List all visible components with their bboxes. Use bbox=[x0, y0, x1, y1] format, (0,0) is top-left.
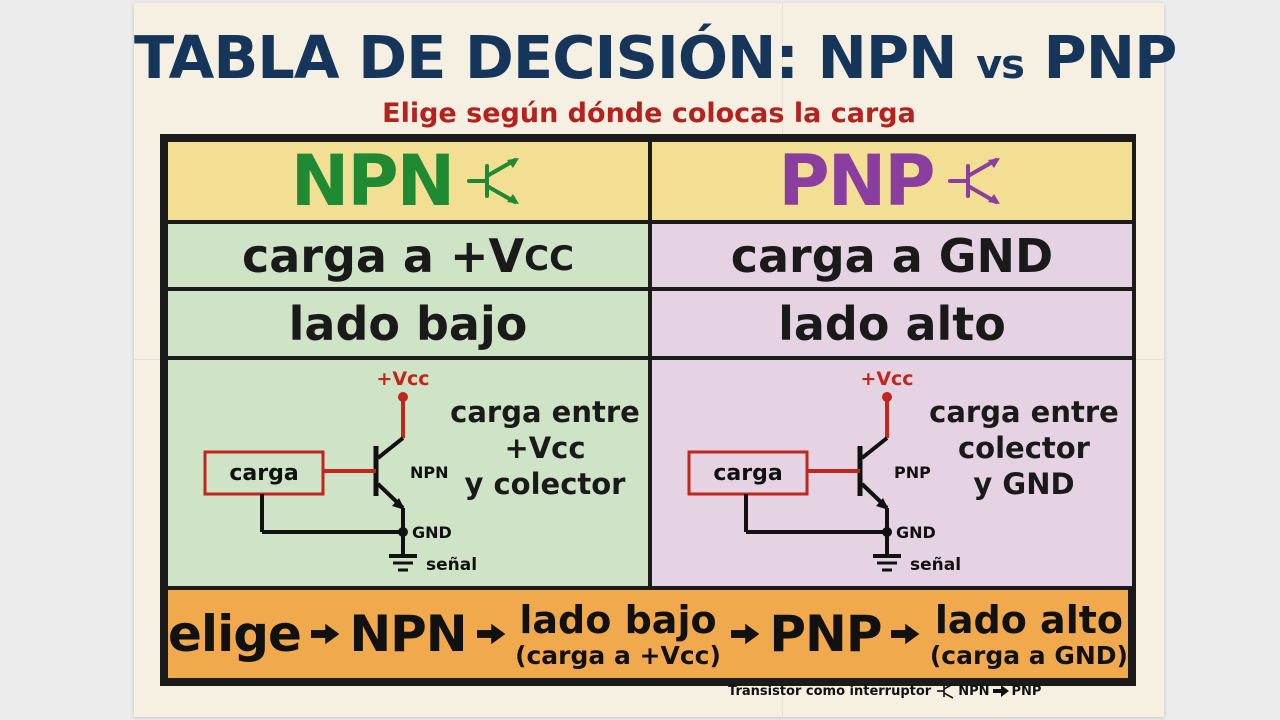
page-title: TABLA DE DECISIÓN: NPN vs PNP bbox=[134, 21, 1177, 102]
footer-note: Transistor como interruptor NPN PNP bbox=[728, 683, 1041, 699]
title-main: TABLA DE DECISIÓN: NPN bbox=[134, 23, 958, 92]
npn-transistor-icon bbox=[937, 683, 954, 699]
pnp-desc-line: carga entre bbox=[929, 395, 1119, 429]
pnp-load-label: carga bbox=[713, 461, 782, 486]
npn-transistor-icon bbox=[467, 158, 520, 204]
pnp-load-position: carga a GND bbox=[652, 224, 1132, 287]
pnp-header: PNP bbox=[778, 140, 935, 222]
subtitle: Elige según dónde colocas la carga bbox=[382, 98, 916, 129]
npn-header: NPN bbox=[290, 140, 455, 222]
arrow-right-icon bbox=[992, 685, 1009, 697]
npn-row1-sub: CC bbox=[524, 239, 575, 279]
footer-text: Transistor como interruptor bbox=[728, 683, 932, 699]
pnp-vcc-label: +Vcc bbox=[860, 368, 913, 390]
arrow-right-icon bbox=[310, 623, 340, 645]
npn-side: lado bajo bbox=[168, 291, 648, 356]
pnp-schematic: +Vcc carga PNP GND señal bbox=[687, 368, 961, 575]
title-vs: vs bbox=[976, 42, 1025, 88]
npn-desc-line: +Vcc bbox=[504, 431, 586, 465]
npn-header-cell: NPN bbox=[168, 142, 648, 220]
npn-row2: lado bajo bbox=[288, 296, 528, 351]
pnp-row2: lado alto bbox=[778, 296, 1006, 351]
decision-banner: elige NPN lado bajo (carga a +Vcc) PNP l… bbox=[168, 590, 1128, 678]
pnp-signal-label: señal bbox=[910, 555, 961, 575]
banner-high-main: lado alto bbox=[934, 597, 1123, 642]
npn-desc-line: carga entre bbox=[450, 395, 640, 429]
footer-pnp: PNP bbox=[1011, 683, 1042, 699]
npn-row1-main: carga a +V bbox=[241, 228, 525, 283]
ground-icon bbox=[873, 554, 901, 572]
pnp-description: carga entre colector y GND bbox=[924, 394, 1124, 502]
pnp-header-cell: PNP bbox=[652, 142, 1132, 220]
npn-desc-line: y colector bbox=[464, 467, 626, 501]
banner-elige: elige bbox=[168, 605, 302, 663]
pnp-transistor-label: PNP bbox=[894, 463, 931, 482]
ground-icon bbox=[389, 554, 417, 572]
banner-pnp: PNP bbox=[769, 605, 882, 663]
banner-high-side: lado alto (carga a GND) bbox=[930, 601, 1128, 668]
pnp-desc-line: colector bbox=[957, 431, 1090, 465]
arrow-right-icon bbox=[476, 623, 506, 645]
npn-transistor-label: NPN bbox=[410, 463, 449, 482]
npn-vcc-label: +Vcc bbox=[376, 368, 429, 390]
banner-low-side: lado bajo (carga a +Vcc) bbox=[515, 601, 721, 668]
npn-load-label: carga bbox=[229, 461, 298, 486]
banner-high-sub: (carga a GND) bbox=[929, 640, 1128, 670]
pnp-desc-line: y GND bbox=[973, 467, 1075, 501]
npn-gnd-label: GND bbox=[412, 523, 452, 542]
title-end: PNP bbox=[1043, 23, 1178, 92]
footer-npn: NPN bbox=[958, 683, 990, 699]
pnp-gnd-label: GND bbox=[896, 523, 936, 542]
npn-schematic: +Vcc carga NPN GND señal bbox=[203, 368, 477, 575]
pnp-schematic-cell: +Vcc carga PNP GND señal car bbox=[652, 360, 1132, 586]
npn-signal-label: señal bbox=[426, 555, 477, 575]
pnp-side: lado alto bbox=[652, 291, 1132, 356]
pnp-transistor-icon bbox=[947, 158, 1000, 204]
arrow-right-icon bbox=[730, 623, 760, 645]
npn-schematic-cell: +Vcc carga NPN GND señal car bbox=[168, 360, 648, 586]
banner-low-main: lado bajo bbox=[519, 597, 717, 642]
banner-npn: NPN bbox=[349, 605, 467, 663]
npn-description: carga entre +Vcc y colector bbox=[450, 394, 640, 502]
pnp-row1: carga a GND bbox=[730, 228, 1054, 283]
arrow-right-icon bbox=[891, 623, 920, 645]
banner-low-sub: (carga a +Vcc) bbox=[515, 640, 721, 670]
